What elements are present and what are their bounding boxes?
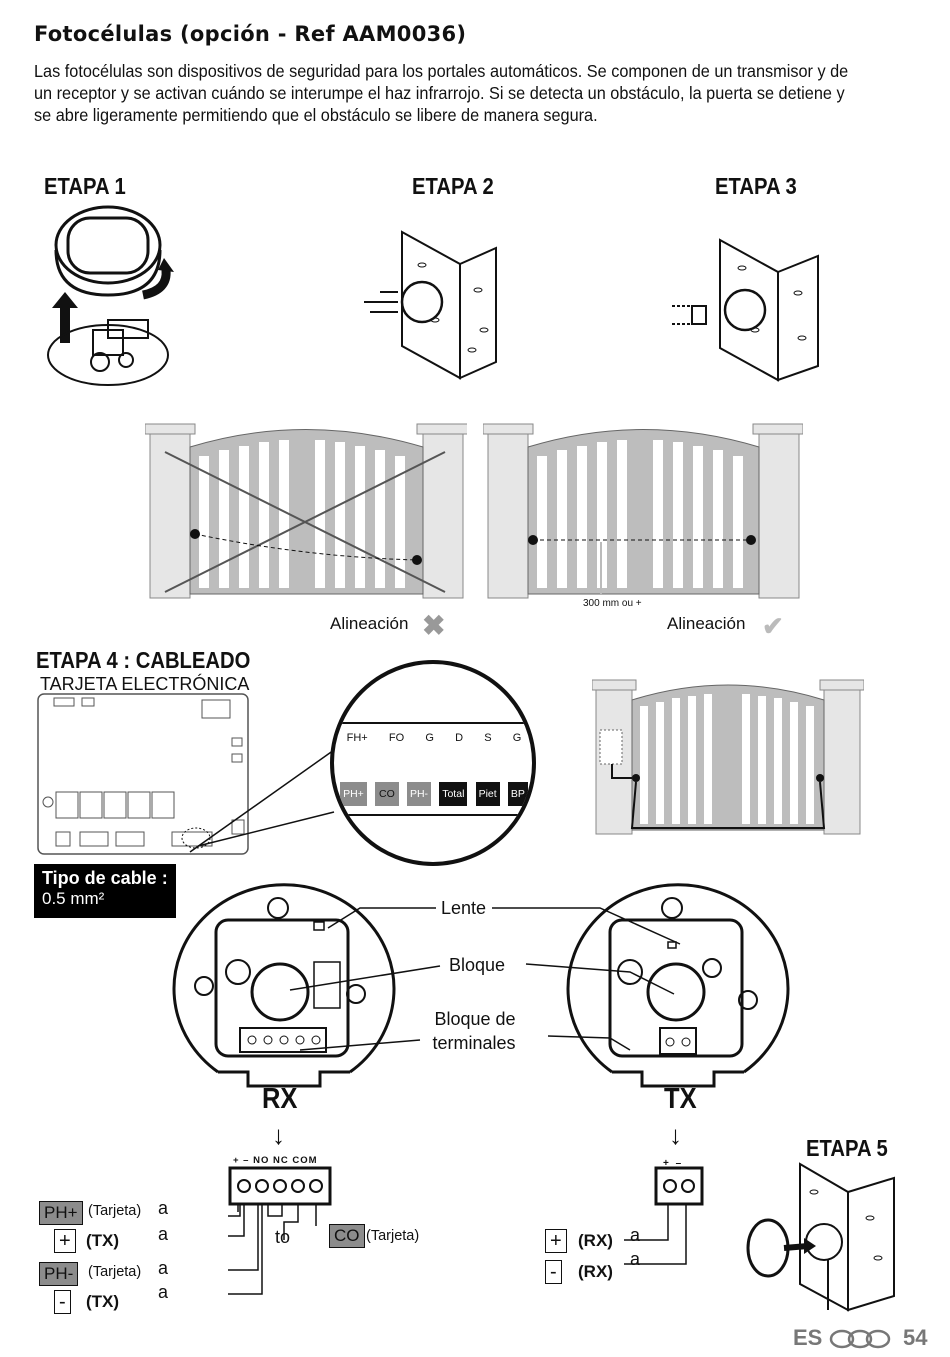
- gate-wrong-alignment: [145, 423, 467, 599]
- wire-minus-note: (TX): [86, 1292, 120, 1311]
- stage-3-heading: ETAPA 3: [715, 173, 797, 199]
- stage-2-illustration: [364, 230, 497, 380]
- board-title: TARJETA ELECTRÓNICA: [40, 674, 250, 694]
- electronic-board: [37, 693, 249, 855]
- wire-ph-minus: PH-: [39, 1262, 79, 1286]
- tx-terminal-legend: + –: [663, 1158, 684, 1169]
- cable-type-title: Tipo de cable :: [42, 868, 168, 888]
- height-note: 300 mm ou +: [583, 598, 642, 609]
- check-icon: ✔: [762, 611, 784, 641]
- rx-unit: [172, 883, 396, 1088]
- zoom-line: [189, 749, 335, 853]
- alignment-right-label: Alineación: [667, 614, 746, 633]
- terminal-zoom-circle: FH+ FO G D S G PH+ CO PH- Total Piet BP: [330, 660, 536, 866]
- tx-wire-plus: +: [545, 1229, 567, 1253]
- board-label-top: S: [484, 732, 492, 744]
- tx-unit: [566, 883, 790, 1088]
- wire-plus: +: [54, 1229, 76, 1253]
- intro-paragraph: Las fotocélulas son dispositivos de segu…: [34, 61, 849, 125]
- gate-right-alignment: [483, 423, 803, 599]
- wire-co: CO: [329, 1224, 365, 1248]
- tx-wire-minus: -: [545, 1260, 562, 1284]
- cable-type-box: Tipo de cable : 0.5 mm²: [34, 864, 176, 918]
- arrow-down-icon: ↓: [272, 1120, 285, 1150]
- tx-wire-arrow-a: a: [630, 1249, 641, 1269]
- rx-label: RX: [262, 1083, 298, 1115]
- stage-1-illustration: [47, 205, 174, 386]
- tx-label: TX: [664, 1083, 697, 1115]
- wire-minus: -: [54, 1290, 71, 1314]
- board-label-bottom: PH-: [406, 782, 432, 806]
- stage-2-heading: ETAPA 2: [412, 173, 494, 199]
- callout-lens: Lente: [441, 898, 487, 918]
- callout-lines: [289, 907, 681, 1051]
- wire-arrow-a: a: [158, 1282, 169, 1302]
- tx-wire-plus-note: (RX): [578, 1231, 613, 1250]
- footer-lang: ES: [793, 1325, 823, 1350]
- wire-ph-plus: PH+: [39, 1201, 83, 1225]
- callout-block: Bloque: [449, 955, 506, 975]
- callout-terminal-line1: Bloque de: [434, 1009, 516, 1029]
- brand-logo-icon: [829, 1329, 891, 1349]
- stage-3-illustration: [672, 238, 819, 382]
- tx-wire-arrow-a: a: [630, 1225, 641, 1245]
- cross-icon: ✖: [422, 610, 446, 641]
- wire-ph-plus-note: (Tarjeta): [88, 1203, 142, 1219]
- gate-wiring-illustration: [592, 679, 864, 835]
- wire-arrow-a: a: [158, 1198, 169, 1218]
- tx-terminal-block: [624, 1166, 704, 1265]
- board-label-top: FO: [388, 732, 405, 744]
- board-label-top: G: [512, 732, 522, 744]
- board-label-top: D: [455, 732, 464, 744]
- board-label-top: FH+: [346, 732, 368, 744]
- board-label-bottom: Piet: [475, 782, 500, 806]
- page-number: 54: [903, 1325, 928, 1350]
- stage-5-heading: ETAPA 5: [806, 1135, 888, 1161]
- stage-4-heading: ETAPA 4 : CABLEADO: [36, 647, 251, 673]
- alignment-wrong-label: Alineación: [330, 614, 409, 633]
- cable-type-value: 0.5 mm²: [42, 889, 105, 908]
- page-title: Fotocélulas (opción - Ref AAM0036): [34, 22, 467, 46]
- wire-to: to: [275, 1227, 291, 1247]
- wire-plus-note: (TX): [86, 1231, 120, 1250]
- tx-wire-minus-note: (RX): [578, 1262, 613, 1281]
- callout-terminal-line2: terminales: [432, 1033, 516, 1053]
- wire-arrow-a: a: [158, 1258, 169, 1278]
- board-label-top: G: [425, 732, 434, 744]
- arrow-down-icon: ↓: [669, 1120, 682, 1150]
- board-label-bottom: PH+: [340, 782, 367, 806]
- rx-terminal-block: [228, 1166, 332, 1295]
- stage-1-heading: ETAPA 1: [44, 173, 126, 199]
- board-label-bottom: CO: [375, 782, 399, 806]
- wire-ph-minus-note: (Tarjeta): [88, 1264, 142, 1280]
- wire-co-note: (Tarjeta): [366, 1228, 420, 1244]
- wire-arrow-a: a: [158, 1224, 169, 1244]
- rx-terminal-legend: + – NO NC COM: [233, 1155, 318, 1166]
- board-label-bottom: Total: [439, 782, 468, 806]
- stage-5-illustration: [746, 1162, 895, 1312]
- board-label-bottom: BP: [507, 782, 528, 806]
